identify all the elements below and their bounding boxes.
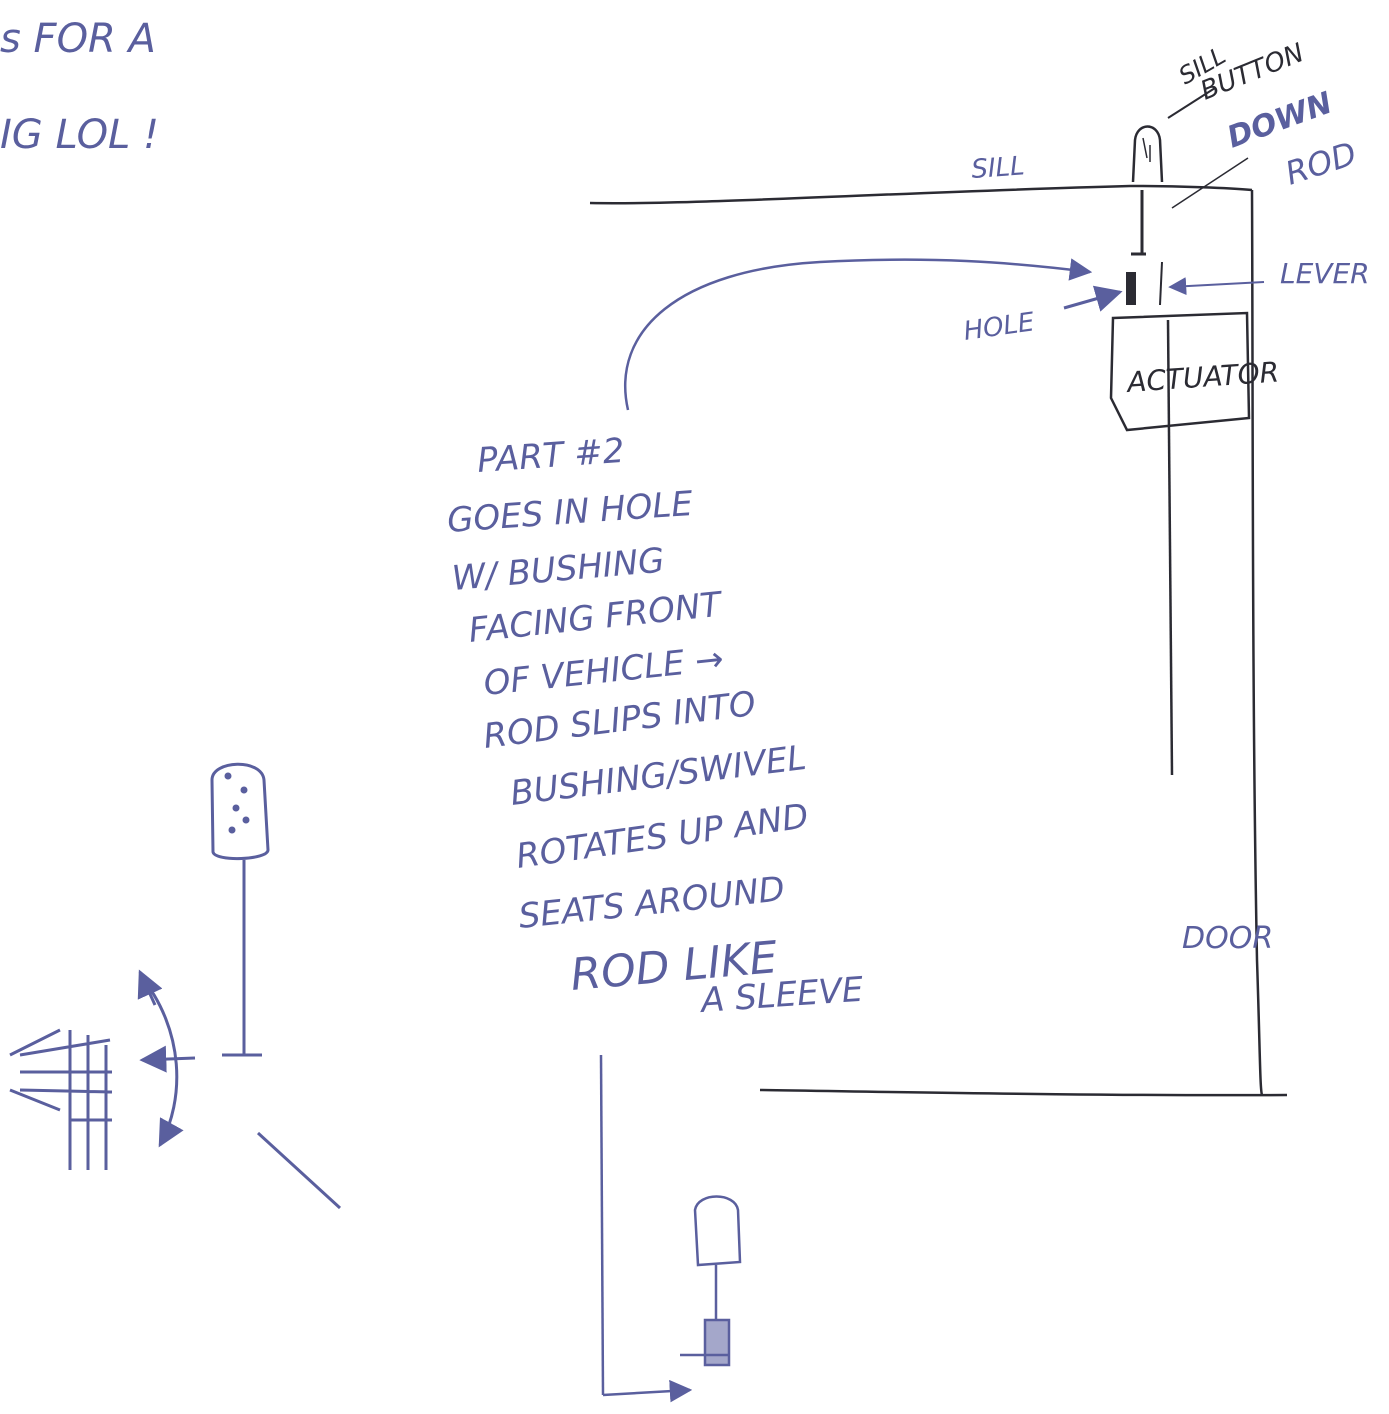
hole-mark (1126, 272, 1136, 305)
swivel-arrow-left (142, 1058, 195, 1060)
hole-arrow (1064, 292, 1120, 308)
button-dot (230, 828, 234, 832)
door-right-edge (1252, 190, 1262, 1095)
sill-button (1133, 127, 1162, 183)
axis-horizontal (603, 1390, 690, 1395)
sill-label: SILL (970, 151, 1025, 185)
part-sketch-left (10, 764, 340, 1208)
sill-line (590, 186, 1252, 203)
bushing-grid (10, 1030, 112, 1170)
sill-button-detail (1143, 138, 1150, 162)
lever-label: LEVER (1280, 257, 1370, 290)
hole-label: HOLE (962, 307, 1037, 347)
instruction-line: GOES IN HOLE (446, 484, 695, 541)
button-dot (234, 806, 238, 810)
lever-leader (1170, 282, 1264, 287)
rotate-arc-start (140, 972, 155, 1005)
button-dot (242, 788, 246, 792)
lever (1160, 262, 1162, 305)
top-left-note-line1: s FOR A (0, 16, 156, 62)
part-sketch-bottom (601, 1055, 740, 1395)
actuator-label: ACTUATOR (1124, 355, 1280, 399)
button-shape-bottom (695, 1197, 740, 1266)
instruction-line: SEATS AROUND (517, 869, 787, 937)
diagonal-pointer (258, 1133, 340, 1208)
button-dot (244, 818, 248, 822)
button-shape-left (212, 764, 268, 858)
down-rod-leader (1172, 158, 1248, 208)
instructions: PART #2 GOES IN HOLE W/ BUSHING FACING F… (446, 431, 865, 1021)
instruction-line: PART #2 (476, 431, 626, 481)
instruction-line: W/ BUSHING (450, 541, 666, 599)
top-left-note-line2: IG LOL ! (0, 112, 159, 158)
door-label: DOOR (1182, 921, 1273, 956)
button-dot (226, 774, 230, 778)
instruction-line: ROTATES UP AND (514, 796, 811, 877)
axis-vertical (601, 1055, 603, 1395)
door-bottom-edge (760, 1090, 1287, 1095)
down-rod-label-2: ROD (1281, 134, 1361, 192)
bushing-bottom (705, 1320, 729, 1365)
